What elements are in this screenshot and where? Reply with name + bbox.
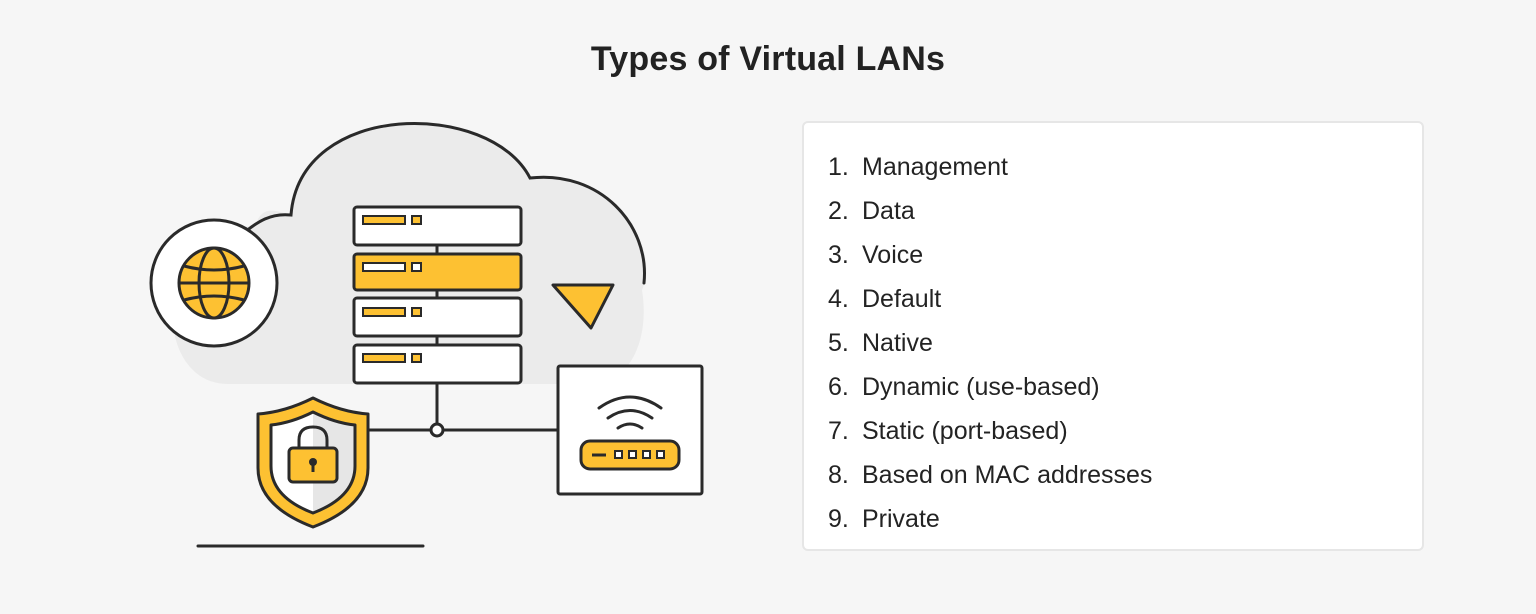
list-item-label: Static (port-based)	[862, 417, 1068, 445]
list-item-number: 4.	[828, 285, 849, 313]
list-item: 5. Native	[828, 321, 1422, 365]
list-item: 7. Static (port-based)	[828, 409, 1422, 453]
list-item-number: 6.	[828, 373, 849, 401]
list-item-number: 3.	[828, 241, 849, 269]
list-item-label: Default	[862, 285, 942, 313]
page-title: Types of Virtual LANs	[590, 40, 946, 78]
list-item-number: 5.	[828, 329, 849, 357]
list-item: 1. Management	[828, 145, 1422, 189]
funnel-icon	[551, 283, 615, 330]
list-item-number: 2.	[828, 197, 849, 225]
list-item-label: Voice	[862, 241, 924, 269]
vlan-types-list: 1. Management 2. Data 3. Voice 4. Default 5.…	[804, 123, 1422, 541]
list-item-number: 1.	[828, 153, 849, 181]
list-item: 6. Dynamic (use-based)	[828, 365, 1422, 409]
list-item-label: Native	[862, 329, 933, 357]
list-item: 3. Voice	[828, 233, 1422, 277]
list-item-label: Dynamic (use-based)	[862, 373, 1100, 401]
connection-lines	[364, 245, 558, 438]
list-item-label: Based on MAC addresses	[862, 461, 1153, 489]
list-item-number: 7.	[828, 417, 849, 445]
list-item: 8. Based on MAC addresses	[828, 453, 1422, 497]
list-item-number: 9.	[828, 505, 849, 533]
router-wifi-icon	[556, 364, 704, 496]
list-item-label: Management	[862, 153, 1008, 181]
shield-lock-icon	[256, 396, 370, 529]
list-item: 9. Private	[828, 497, 1422, 541]
list-item-label: Data	[862, 197, 915, 225]
list-item-number: 8.	[828, 461, 849, 489]
list-item: 2. Data	[828, 189, 1422, 233]
list-item-label: Private	[862, 505, 940, 533]
network-illustration	[149, 121, 704, 548]
vlan-types-card: 1. Management 2. Data 3. Voice 4. Default 5.…	[802, 121, 1424, 551]
server-rack-icon	[352, 205, 523, 385]
globe-icon	[149, 218, 279, 348]
list-item: 4. Default	[828, 277, 1422, 321]
